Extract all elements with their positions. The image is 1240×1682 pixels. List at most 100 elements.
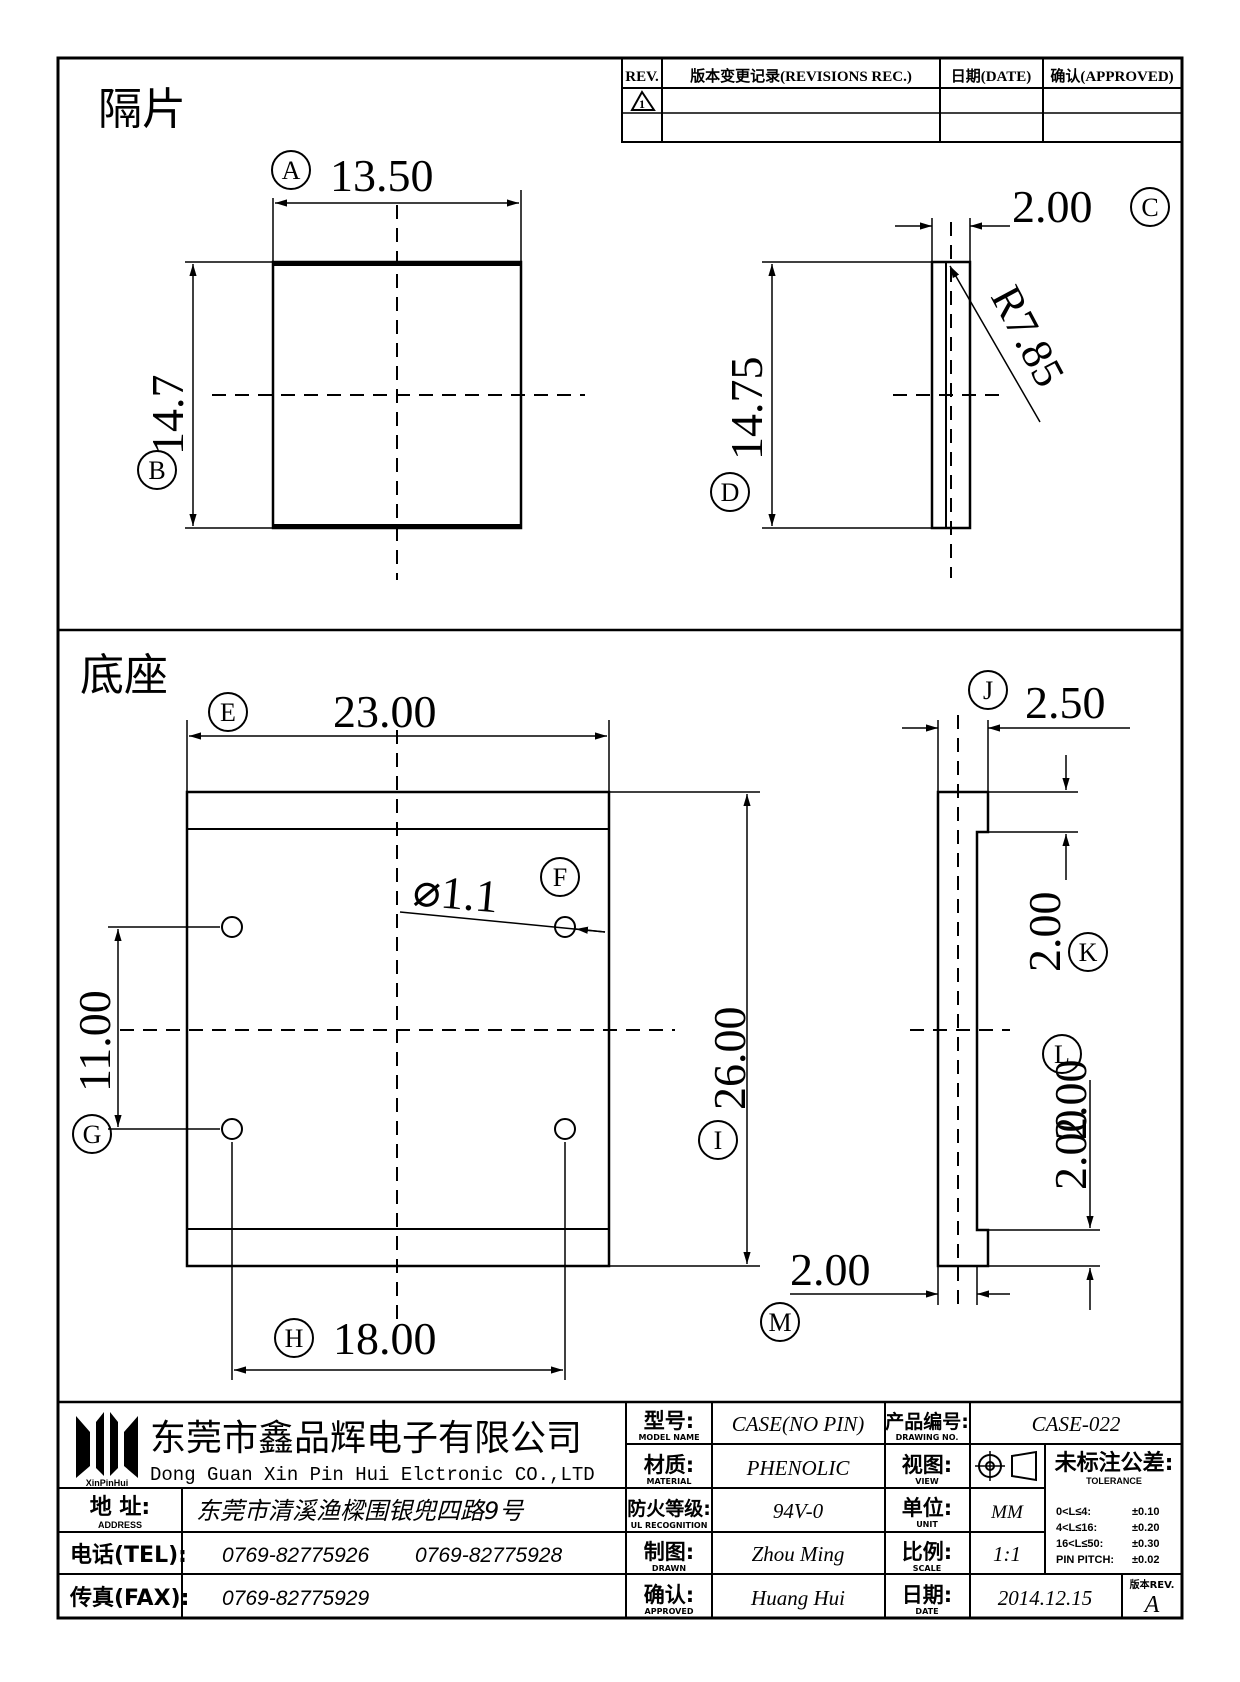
tel-label: 电话(TEL): [70, 1543, 187, 1568]
view-label-en: VIEW [915, 1477, 939, 1486]
tolerance-range: PIN PITCH: [1056, 1554, 1114, 1566]
tolerance-value: ±0.20 [1132, 1522, 1159, 1534]
svg-text:18.00: 18.00 [333, 1313, 437, 1364]
scale-label-en: SCALE [913, 1564, 941, 1573]
svg-text:⌀1.1: ⌀1.1 [411, 864, 500, 922]
tolerance-range: 0<L≤4: [1056, 1506, 1091, 1518]
dim-A: A 13.50 [271, 150, 434, 201]
tel-2: 0769-82775928 [415, 1544, 562, 1567]
scale-value: 1:1 [993, 1542, 1021, 1566]
unit-label: 单位: [902, 1496, 952, 1520]
dim-B: B 14.7 [137, 375, 193, 490]
tolerance-value: ±0.30 [1132, 1538, 1159, 1550]
drawing-no-label-en: DRAWING NO. [896, 1433, 959, 1442]
date-header: 日期(DATE) [951, 67, 1032, 85]
svg-text:E: E [220, 698, 236, 727]
svg-text:14.75: 14.75 [721, 357, 772, 461]
ul-value: 94V-0 [773, 1499, 824, 1523]
date-value: 2014.12.15 [998, 1586, 1093, 1610]
sheet-border [56, 56, 1184, 1620]
svg-text:B: B [148, 456, 165, 485]
dim-M: 2.00 M [760, 1244, 871, 1342]
dim-K: 2.00 K [1019, 892, 1108, 973]
drawn-label-en: DRAWN [652, 1564, 686, 1573]
date-label: 日期: [902, 1583, 952, 1607]
svg-text:C: C [1141, 193, 1158, 222]
base-side-view [790, 715, 1130, 1310]
rev-value: A [1143, 1592, 1160, 1618]
pin-hole [221, 916, 243, 938]
dim-H: H 18.00 [274, 1313, 437, 1364]
svg-text:23.00: 23.00 [333, 686, 437, 737]
address-label-en: ADDRESS [98, 1520, 142, 1530]
tolerance-value: ±0.10 [1132, 1506, 1159, 1518]
rev-label: 版本REV. [1130, 1578, 1175, 1591]
svg-text:11.00: 11.00 [69, 990, 120, 1092]
drawing-no-value: CASE-022 [1032, 1412, 1121, 1436]
dim-J: J 2.50 [968, 670, 1106, 728]
base-section-title: 底座 [80, 650, 168, 701]
dim-G: 11.00 G [69, 990, 120, 1154]
svg-text:2.50: 2.50 [1025, 677, 1106, 728]
svg-text:G: G [83, 1120, 102, 1149]
material-label-en: MATERIAL [647, 1477, 692, 1486]
tolerance-range: 4<L≤16: [1056, 1522, 1097, 1534]
svg-text:J: J [983, 676, 993, 705]
title-block [58, 1402, 1182, 1618]
svg-text:D: D [721, 478, 740, 507]
date-label-en: DATE [915, 1607, 938, 1616]
unit-value: MM [990, 1502, 1024, 1523]
company-name-en: Dong Guan Xin Pin Hui Elctronic CO.,LTD [150, 1464, 595, 1486]
svg-text:2.00: 2.00 [1045, 1060, 1096, 1141]
svg-text:L: L [1054, 1040, 1070, 1069]
svg-text:2.00: 2.00 [790, 1244, 871, 1295]
model-label: 型号: [644, 1409, 694, 1433]
svg-text:1: 1 [639, 97, 645, 111]
dim-D: D 14.75 [710, 357, 772, 512]
svg-text:I: I [714, 1126, 723, 1155]
spacer-section-title: 隔片 [98, 84, 186, 135]
svg-text:K: K [1079, 938, 1098, 967]
pin-hole [221, 1118, 243, 1140]
tolerance-title: 未标注公差: [1055, 1450, 1174, 1476]
svg-text:26.00: 26.00 [704, 1007, 755, 1111]
pin-hole [554, 1118, 576, 1140]
approved-label: 确认: [644, 1583, 694, 1607]
dim-C: 2.00 C [1012, 181, 1170, 232]
svg-text:2.00: 2.00 [1045, 1110, 1096, 1191]
tolerance-value: ±0.02 [1132, 1554, 1159, 1566]
company-logo: XinPinHui [76, 1412, 138, 1488]
fax-value: 0769-82775929 [222, 1587, 369, 1610]
approved-label-en: APPROVED [645, 1607, 694, 1616]
base-front-view [108, 720, 760, 1380]
svg-text:14.7: 14.7 [142, 375, 193, 456]
tel-1: 0769-82775926 [222, 1544, 369, 1567]
rev-header: REV. [625, 69, 659, 85]
drawn-label: 制图: [644, 1540, 694, 1564]
svg-text:F: F [553, 863, 567, 892]
unit-label-en: UNIT [916, 1520, 938, 1529]
material-label: 材质: [644, 1453, 694, 1477]
dim-L: L 2.00 2.00 [1042, 1034, 1096, 1191]
revision-record-header: 版本变更记录(REVISIONS REC.) [690, 67, 912, 85]
svg-text:M: M [768, 1308, 791, 1337]
dim-I: 26.00 I [698, 1007, 755, 1160]
tolerance-title-en: TOLERANCE [1086, 1476, 1142, 1486]
fax-label: 传真(FAX): [69, 1585, 189, 1611]
drawing-no-label: 产品编号: [885, 1410, 969, 1433]
ul-label-en: UL RECOGNITION [631, 1521, 708, 1530]
projection-symbol-icon [975, 1450, 1037, 1482]
svg-text:2.00: 2.00 [1012, 181, 1093, 232]
ul-label: 防火等级: [627, 1497, 711, 1520]
approved-value: Huang Hui [750, 1586, 845, 1610]
dim-E: E 23.00 [208, 686, 437, 737]
address-value: 东莞市清溪渔樑围银兜四路9号 [196, 1497, 525, 1525]
address-label: 地 址: [90, 1495, 150, 1520]
company-name-cn: 东莞市鑫品辉电子有限公司 [150, 1418, 582, 1459]
svg-text:2.00: 2.00 [1019, 892, 1070, 973]
model-value: CASE(NO PIN) [732, 1412, 864, 1436]
svg-text:13.50: 13.50 [330, 150, 434, 201]
material-value: PHENOLIC [746, 1456, 851, 1480]
spacer-side-view [762, 218, 1041, 578]
